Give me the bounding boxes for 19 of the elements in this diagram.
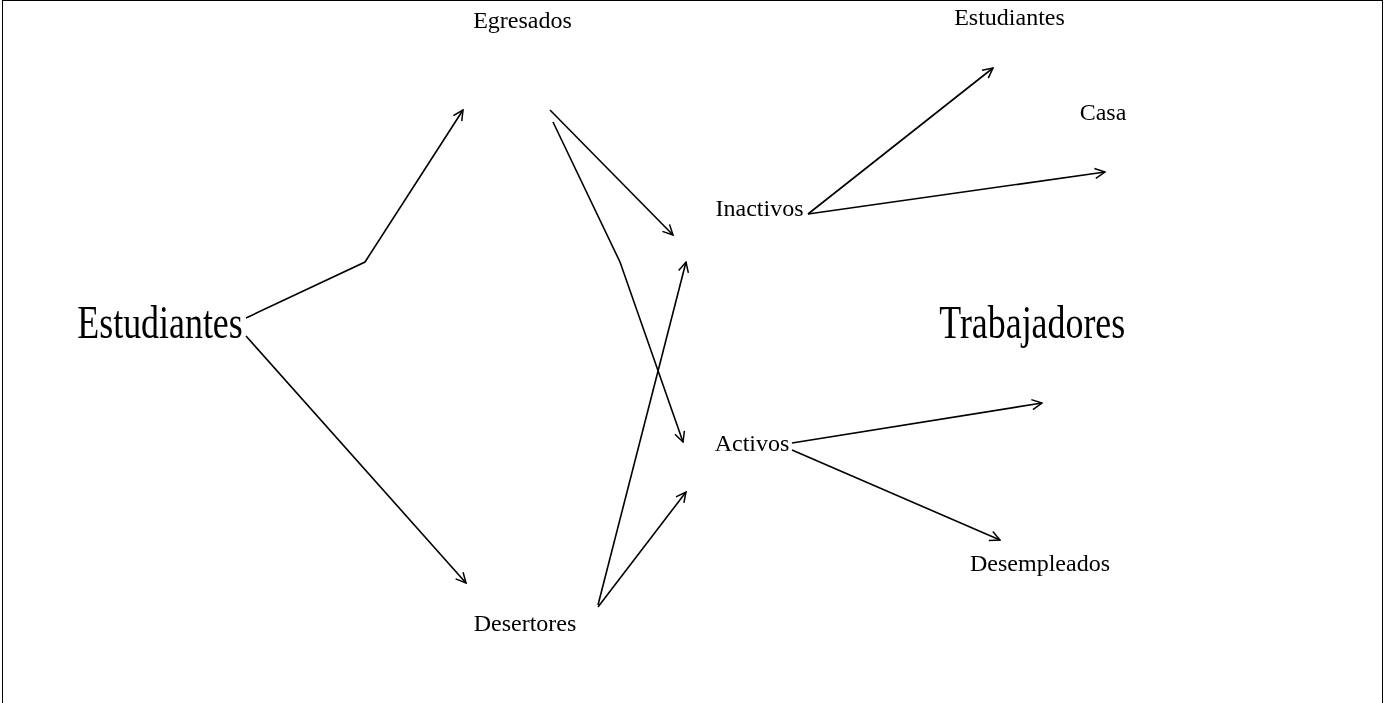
node-label: Egresados [473,8,572,32]
arrow [552,121,686,443]
arrow [807,167,1106,215]
arrow [791,449,1001,542]
arrow [549,109,674,236]
node-label: Inactivos [715,196,804,220]
node-label: Desempleados [970,551,1110,575]
arrow [245,335,467,584]
arrow [597,261,690,606]
node-label: Trabajadores [939,299,1126,346]
arrow [597,491,687,608]
node-label: Casa [1079,100,1127,124]
node-label: Activos [714,431,790,455]
arrow [807,67,994,215]
node-label: Desertores [473,611,577,635]
arrow [245,109,464,319]
node-label: Estudiantes [77,299,243,346]
arrow [791,398,1043,444]
node-label: Estudiantes [954,5,1065,29]
